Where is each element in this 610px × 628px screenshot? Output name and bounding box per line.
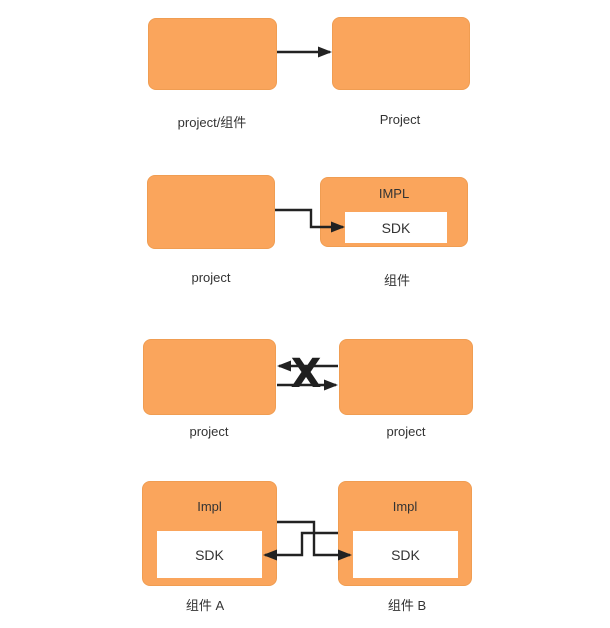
caption-component-a: 组件 A <box>185 598 225 613</box>
box-project-row3-left <box>143 339 276 415</box>
sdk-label-row2: SDK <box>381 219 411 236</box>
impl-label-component-a: Impl <box>197 499 222 514</box>
caption-project-target: Project <box>379 112 421 127</box>
sdk-box-row2: SDK <box>345 212 447 243</box>
caption-component-b: 组件 B <box>387 598 427 613</box>
caption-project-row3-right: project <box>386 424 426 439</box>
sdk-box-component-a: SDK <box>157 531 262 578</box>
box-project-target <box>332 17 470 90</box>
sdk-box-component-b: SDK <box>353 531 458 578</box>
caption-component-row2: 组件 <box>383 273 410 288</box>
sdk-label-component-b: SDK <box>391 546 420 563</box>
forbidden-x-mark: X <box>290 351 322 397</box>
box-project-row2 <box>147 175 275 249</box>
box-project-or-component <box>148 18 277 90</box>
caption-project-row2: project <box>191 270 231 285</box>
impl-label-component-b: Impl <box>392 499 418 514</box>
impl-label-row2: IMPL <box>378 186 410 201</box>
caption-project-row3-left: project <box>189 424 229 439</box>
box-project-row3-right <box>339 339 473 415</box>
sdk-label-component-a: SDK <box>195 546 224 563</box>
caption-project-or-component: project/组件 <box>177 115 247 130</box>
